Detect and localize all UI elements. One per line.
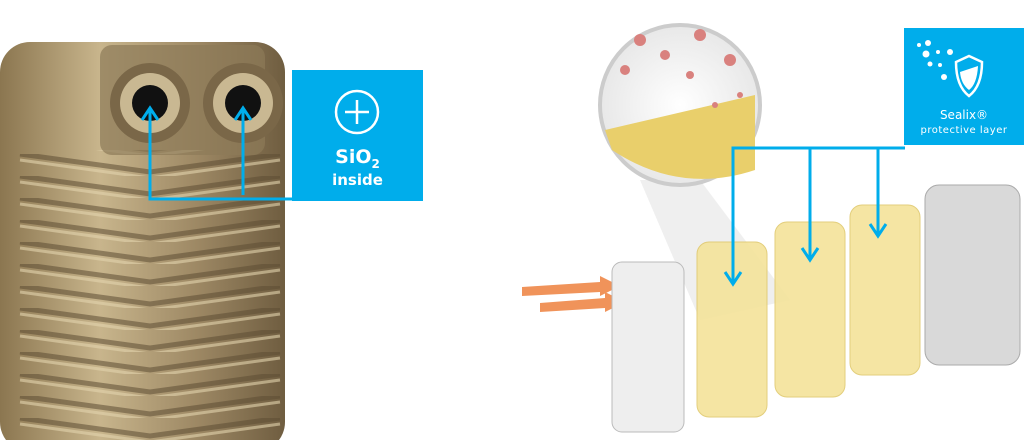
arrow-inlet: [522, 276, 625, 312]
flow-lines-right: [723, 146, 905, 287]
sio2-callout: SiO2 inside: [292, 70, 423, 201]
flow-lines-left: [140, 105, 293, 201]
sealix-subtitle: protective layer: [920, 125, 1008, 136]
inside-label: inside: [332, 171, 383, 189]
shield-droplets-icon: [917, 40, 984, 98]
formula-label: SiO2: [335, 146, 380, 171]
brazed-heat-exchanger: [0, 42, 285, 440]
sealix-callout: Sealix® protective layer: [904, 28, 1024, 145]
plates: [611, 184, 1021, 433]
plus-circle-icon: [334, 89, 380, 135]
sealix-title: Sealix®: [939, 108, 989, 122]
